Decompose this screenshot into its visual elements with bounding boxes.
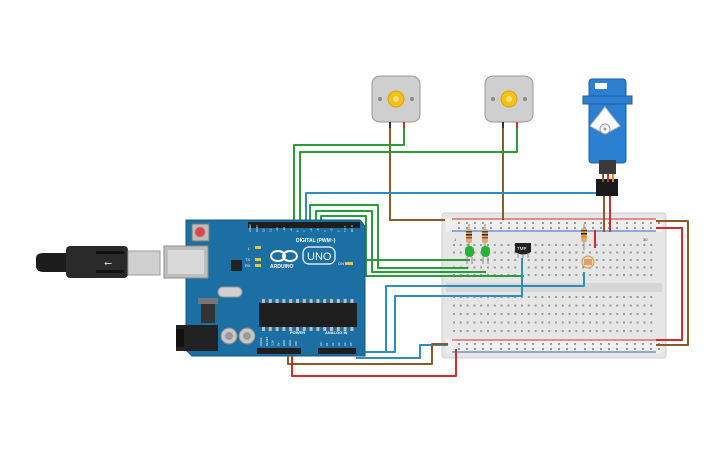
wire-green-d4 [315, 210, 486, 273]
usb-cable[interactable]: ⭠ [36, 246, 161, 278]
analog-header[interactable] [318, 348, 356, 354]
digital-pin-label: AREF [248, 224, 252, 232]
wire-red-5v [291, 349, 457, 377]
wire-green-d5 [309, 204, 468, 269]
power-pin-label: RESET [265, 336, 269, 346]
digital-pin-label: 8 [296, 230, 300, 232]
power-pin-label: 3.3V [271, 340, 275, 346]
digital-pin-label: 4 [323, 230, 327, 232]
analog-pin-label: A1 [325, 342, 329, 346]
wire-brown-gnd [287, 343, 448, 365]
digital-pin-label: 13 [262, 228, 266, 232]
power-pin-label: VIN [294, 341, 298, 346]
power-pin-label: GND [288, 340, 292, 346]
breadboard-holes[interactable] [453, 222, 660, 350]
digital-pin-label: ~11 [275, 227, 279, 232]
breadboard-col-30: 30 [643, 237, 648, 242]
wire-green-motor1 [293, 127, 470, 261]
wires[interactable] [287, 127, 689, 377]
digital-pin-label: ~9 [289, 228, 293, 232]
digital-pin-label: 12 [268, 228, 272, 232]
arduino-uno[interactable]: L TX RX ON ARDUINO UNO DIGITAL (PWM~) AR… [163, 219, 366, 357]
power-pin-label: GND [282, 340, 286, 346]
analog-pin-label: A0 [319, 342, 323, 346]
resistor[interactable] [581, 224, 587, 250]
wire-blue-a1 [360, 258, 523, 353]
analog-pin-label: A4 [343, 342, 347, 346]
servo-motor[interactable] [582, 78, 633, 196]
analog-pin-label: A5 [349, 342, 353, 346]
digital-pin-label: RX 0 [350, 225, 354, 232]
digital-pin-label: ~6 [309, 228, 313, 232]
digital-pin-label: TX 1 [343, 225, 347, 232]
wire-green-d3 [320, 215, 524, 277]
led-label-rx: RX [245, 263, 251, 268]
temperature-sensor[interactable]: TMP [515, 243, 531, 258]
analog-label: ANALOG IN [325, 330, 348, 335]
wire-blue-servo [305, 192, 600, 224]
digital-pin-label: ~5 [316, 228, 320, 232]
photoresistor[interactable] [581, 255, 595, 269]
digital-pin-label: ~3 [330, 228, 334, 232]
analog-pin-label: A2 [331, 342, 335, 346]
resistor[interactable] [482, 224, 488, 250]
digital-pin-label: 7 [302, 230, 306, 232]
breadboard-col-1: 1 [454, 237, 457, 242]
led-label-l: L [248, 246, 251, 251]
power-pin-label: IOREF [259, 337, 263, 346]
led-green[interactable] [481, 246, 490, 264]
wire-brown-rail-right [656, 220, 689, 346]
led-label-tx: TX [245, 257, 250, 262]
dc-motor-1[interactable] [371, 75, 421, 128]
usb-icon: ⭠ [104, 258, 112, 269]
digital-label: DIGITAL (PWM~) [296, 238, 336, 244]
power-label: POWER [290, 330, 305, 335]
resistor[interactable] [466, 224, 472, 250]
digital-pin-label: 2 [336, 230, 340, 232]
arduino-logo-icon [270, 250, 298, 262]
power-pin-label: 5V [276, 342, 280, 346]
analog-pin-label: A3 [337, 342, 341, 346]
digital-header[interactable] [248, 222, 360, 228]
atmega-chip [259, 303, 357, 327]
dc-motor-2[interactable] [484, 75, 534, 128]
led-green[interactable] [465, 246, 474, 264]
digital-pin-label: ~10 [282, 227, 286, 232]
wire-brown-motor1 [389, 127, 445, 221]
wire-red-rail-right [656, 227, 683, 341]
model-text: UNO [307, 251, 332, 263]
on-label: ON [338, 261, 344, 266]
logo-text: ARDUINO [270, 264, 293, 270]
power-header[interactable] [257, 348, 301, 354]
wire-green-motor2 [299, 127, 518, 224]
digital-pin-label: GND [255, 225, 259, 233]
sensor-label: TMP [517, 246, 527, 251]
